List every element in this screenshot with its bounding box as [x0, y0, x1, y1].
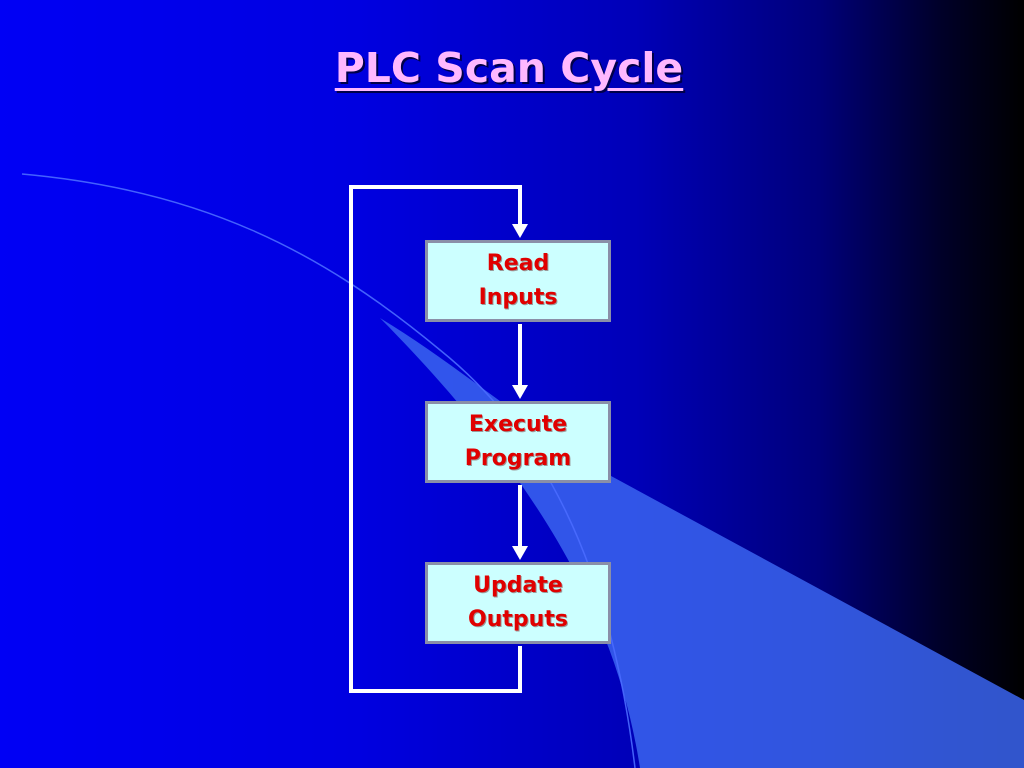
background-swoosh-fill	[380, 318, 1024, 768]
arrow-head-update	[512, 546, 528, 560]
loop-back-line	[349, 185, 522, 693]
step-update-outputs: Update Outputs	[425, 562, 611, 644]
step-execute-program-line1: Execute	[468, 412, 568, 437]
step-read-inputs-line1: Read	[486, 251, 550, 276]
slide-title: PLC Scan Cycle	[334, 44, 684, 92]
step-execute-program: Execute Program	[425, 401, 611, 483]
step-read-inputs: Read Inputs	[425, 240, 611, 322]
step-update-outputs-line1: Update	[473, 573, 563, 598]
arrow-head-execute	[512, 385, 528, 399]
step-update-outputs-line2: Outputs	[468, 607, 568, 632]
loop-arrow-head	[512, 224, 528, 238]
step-execute-program-line2: Program	[464, 446, 572, 471]
step-read-inputs-line2: Inputs	[478, 285, 558, 310]
